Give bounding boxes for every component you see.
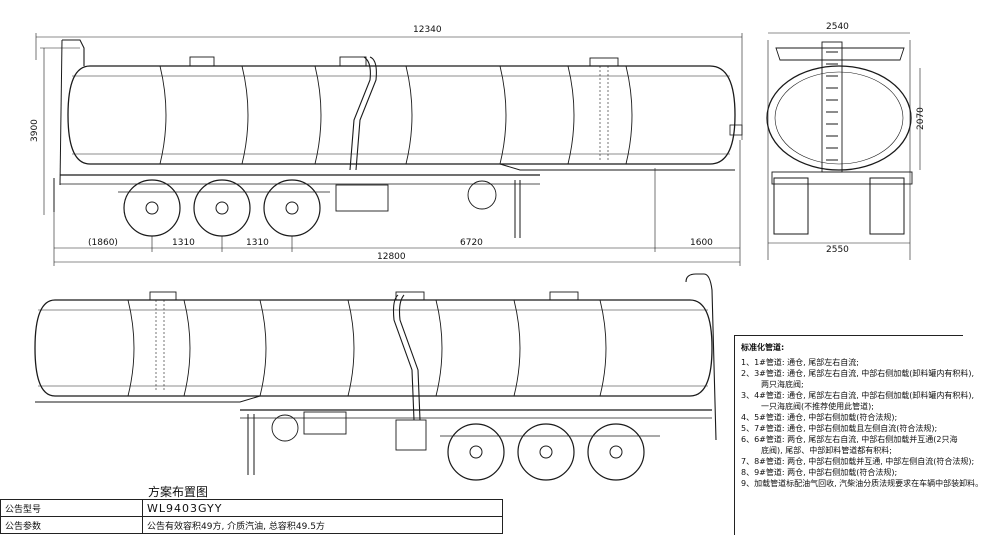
end-view: [766, 32, 921, 260]
layout-title: 方案布置图: [148, 485, 209, 499]
dim-height: 3900: [30, 119, 40, 142]
info-table: 公告型号 WL9403GYY 公告参数 公告有效容积49方, 介质汽油, 总容积…: [0, 499, 503, 534]
dim-front-overhang: 1600: [690, 238, 713, 248]
dim-top-total-length: 12340: [413, 25, 442, 35]
table-row: 公告型号 WL9403GYY: [0, 499, 503, 517]
note-item: 1、1#管道: 通仓, 尾部左右自流;: [741, 358, 859, 367]
dim-end-width-bottom: 2550: [826, 245, 849, 255]
dim-overall-length: 12800: [377, 252, 406, 262]
note-item: 4、5#管道: 通仓, 中部右侧加载(符合法规);: [741, 413, 898, 422]
dim-rear-overhang: (1860): [88, 238, 118, 248]
note-item: 两只海底阀;: [761, 380, 804, 389]
tank-trailer-drawing: [34, 32, 921, 481]
table-value: 公告有效容积49方, 介质汽油, 总容积49.5方: [142, 516, 503, 534]
note-item: 8、9#管道: 两仓, 中部右侧加载(符合法规);: [741, 468, 898, 477]
side-view-bottom: [34, 273, 717, 481]
dim-end-height: 2070: [916, 107, 926, 130]
table-key: 公告参数: [0, 516, 143, 534]
note-item: 2、3#管道: 通仓, 尾部左右自流, 中部右侧加载(卸料罐内有积料),: [741, 369, 975, 378]
note-item: 9、加载管道标配油气回收, 汽柴油分质法规要求在车辆中部装卸料。: [741, 479, 983, 488]
note-item: 7、8#管道: 两仓, 中部右侧加载并互通, 中部左侧自流(符合法规);: [741, 457, 975, 466]
note-item: 3、4#管道: 通仓, 尾部左右自流, 中部右侧加载(卸料罐内有积料),: [741, 391, 975, 400]
note-item: 6、6#管道: 两仓, 尾部左右自流, 中部右侧加载并互通(2只海: [741, 435, 958, 444]
side-view-top: [35, 33, 743, 266]
table-row: 公告参数 公告有效容积49方, 介质汽油, 总容积49.5方: [0, 516, 503, 534]
note-item: 5、7#管道: 通仓, 中部右侧加载且左侧自流(符合法规);: [741, 424, 938, 433]
note-item: 一只海底阀(不推荐使用此管道);: [761, 402, 874, 411]
table-value: WL9403GYY: [142, 499, 503, 517]
rear-wheels-top: [118, 179, 330, 237]
note-item: 底阀), 尾部、中部卸料管道都有积料;: [761, 446, 892, 455]
dim-end-width-top: 2540: [826, 22, 849, 32]
piping-notes: 标准化管道: 1、1#管道: 通仓, 尾部左右自流; 2、3#管道: 通仓, 尾…: [734, 335, 983, 535]
dim-wheelbase: 6720: [460, 238, 483, 248]
table-key: 公告型号: [0, 499, 143, 517]
dim-axle-pitch-2: 1310: [246, 238, 269, 248]
notes-title: 标准化管道:: [741, 343, 785, 352]
rear-wheels-bottom: [440, 423, 660, 481]
dim-axle-pitch-1: 1310: [172, 238, 195, 248]
